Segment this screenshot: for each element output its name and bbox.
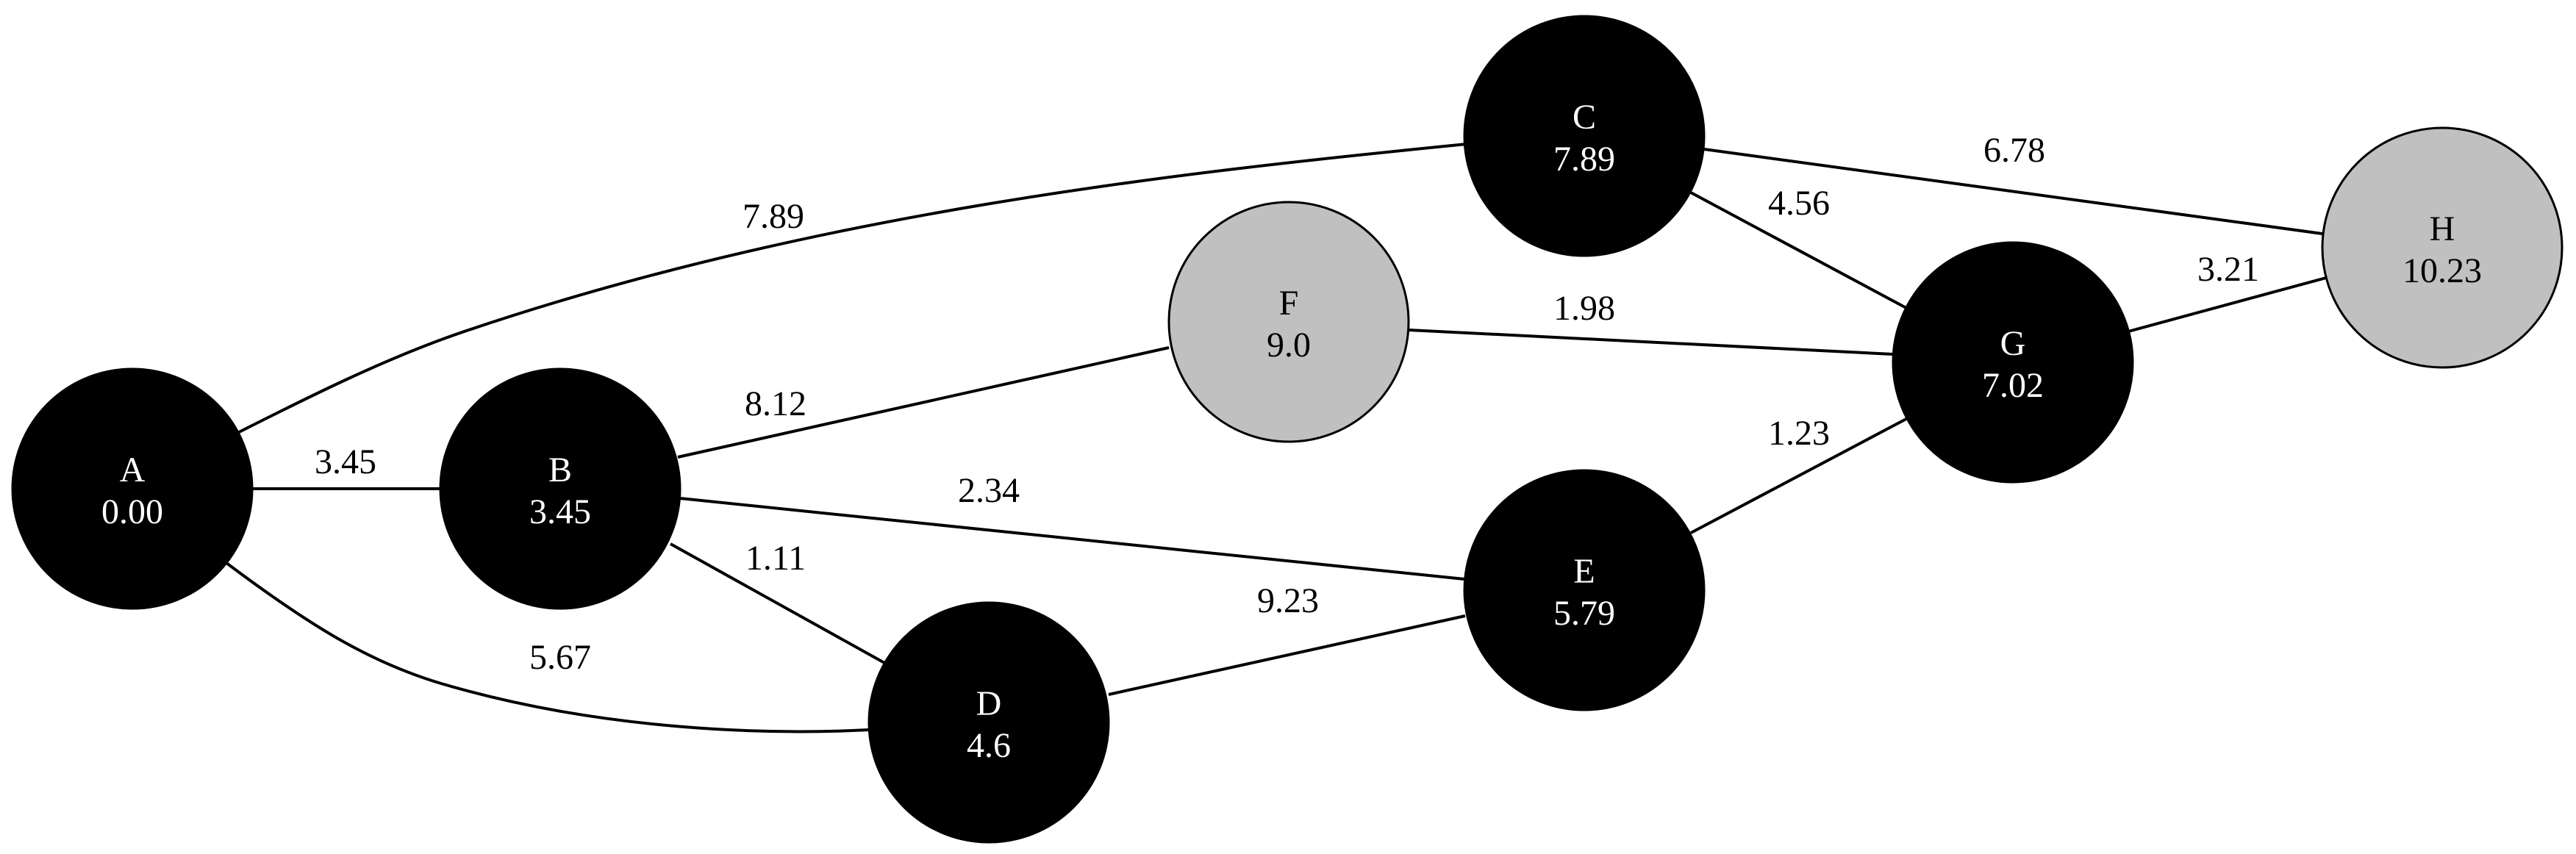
node-c: C7.89 (1463, 15, 1706, 257)
node-b-distance: 3.45 (529, 492, 591, 531)
edge-weight-d-e: 9.23 (1257, 581, 1319, 620)
edge-b-d (670, 542, 887, 665)
edge-weight-b-d: 1.11 (745, 539, 806, 578)
node-c-label: C (1573, 98, 1596, 137)
edge-b-e (679, 497, 1465, 581)
node-d: D4.6 (867, 601, 1110, 844)
edge-weight-b-f: 8.12 (745, 384, 806, 423)
edge-f-g (1408, 329, 1894, 356)
node-b-label: B (548, 451, 572, 489)
node-h: H10.23 (2321, 126, 2564, 369)
edge-d-e (1108, 614, 1466, 696)
edge-a-d (225, 561, 870, 733)
edge-weight-e-g: 1.23 (1768, 414, 1830, 453)
node-g: G7.02 (1892, 241, 2134, 484)
node-e-circle (1463, 469, 1706, 711)
edge-weight-a-c: 7.89 (743, 197, 804, 236)
node-e-label: E (1573, 552, 1595, 591)
edge-weight-a-b: 3.45 (315, 442, 376, 481)
node-g-label: G (2000, 324, 2026, 363)
edge-c-h (1703, 148, 2323, 235)
node-b: B3.45 (439, 367, 681, 610)
node-g-distance: 7.02 (1982, 366, 2044, 405)
edge-weight-a-d: 5.67 (529, 638, 591, 677)
node-b-circle (439, 367, 681, 610)
node-h-distance: 10.23 (2403, 251, 2482, 290)
node-d-distance: 4.6 (967, 726, 1011, 765)
edge-labels-layer: 3.45 7.89 5.67 8.12 2.34 1.11 9.23 6.78 4.56 1.98… (315, 131, 2259, 677)
edge-weight-f-g: 1.98 (1553, 289, 1615, 328)
node-h-circle (2321, 126, 2564, 369)
edge-weight-c-g: 4.56 (1768, 184, 1830, 223)
edge-c-g (1690, 191, 1907, 309)
edge-weight-g-h: 3.21 (2197, 250, 2259, 289)
edge-g-h (2128, 276, 2327, 333)
node-a: A0.00 (11, 367, 254, 610)
node-a-distance: 0.00 (101, 492, 163, 531)
edge-a-c (238, 143, 1467, 434)
edge-e-g (1690, 417, 1907, 534)
node-c-circle (1463, 15, 1706, 257)
node-f-label: F (1279, 284, 1299, 323)
node-e: E5.79 (1463, 469, 1706, 711)
node-f-circle (1167, 201, 1410, 443)
node-h-label: H (2430, 209, 2455, 248)
node-d-label: D (976, 684, 1002, 723)
node-g-circle (1892, 241, 2134, 484)
edge-weight-c-h: 6.78 (1983, 131, 2045, 170)
edge-b-f (677, 346, 1170, 459)
edges-layer (225, 143, 2327, 733)
node-a-circle (11, 367, 254, 610)
node-e-distance: 5.79 (1553, 594, 1615, 633)
edge-weight-b-e: 2.34 (958, 471, 1020, 510)
node-f: F9.0 (1167, 201, 1410, 443)
node-f-distance: 9.0 (1267, 326, 1311, 365)
node-a-label: A (120, 451, 146, 489)
node-d-circle (867, 601, 1110, 844)
node-c-distance: 7.89 (1553, 140, 1615, 179)
